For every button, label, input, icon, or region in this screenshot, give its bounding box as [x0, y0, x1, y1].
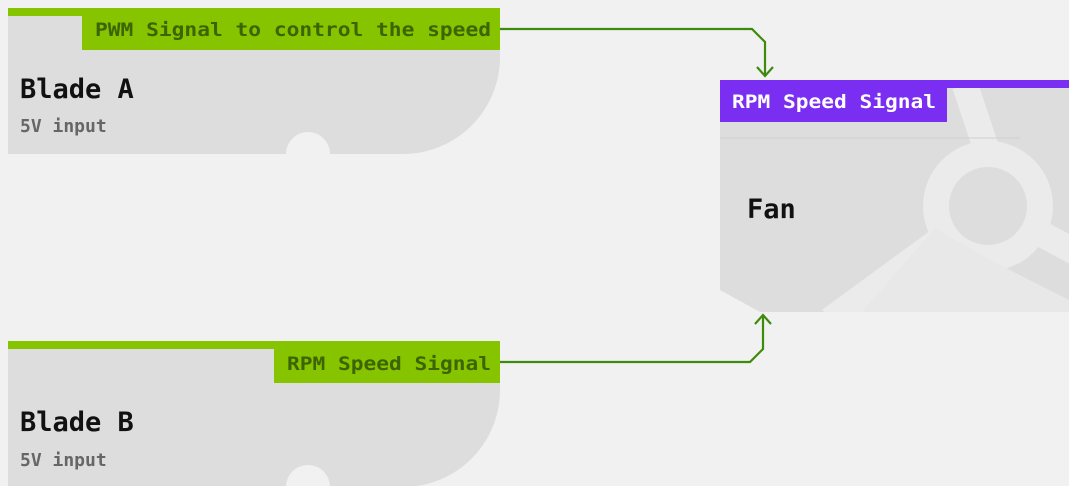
connector-line-a	[500, 27, 767, 75]
blade-a-title: Blade A	[20, 74, 134, 105]
blade-a-tag-bg	[82, 8, 500, 50]
connector-line-b	[500, 316, 765, 364]
blade-b-tag-bg	[274, 341, 500, 383]
fan-title: Fan	[747, 194, 796, 225]
blade-a-port-notch	[286, 132, 330, 154]
blade-b-title: Blade B	[20, 407, 134, 438]
connector-blade-a-to-fan[interactable]	[500, 27, 774, 78]
arrow-down-icon	[756, 66, 774, 78]
fan-tag-bg	[720, 80, 947, 122]
fan-node[interactable]: RPM Speed Signal Fan	[720, 80, 1069, 320]
blade-b-node[interactable]: RPM Speed Signal Blade B 5V input	[8, 341, 500, 486]
fan-icon	[822, 80, 1069, 312]
blade-b-subtitle: 5V input	[20, 450, 107, 471]
blade-a-node[interactable]: PWM Signal to control the speed Blade A …	[8, 8, 500, 154]
connector-blade-b-to-fan[interactable]	[500, 313, 772, 364]
arrow-up-icon	[754, 313, 772, 325]
blade-b-tag-label: RPM Speed Signal	[287, 353, 491, 375]
blade-a-tag-label: PWM Signal to control the speed	[95, 19, 491, 41]
blade-b-port-notch	[286, 465, 330, 486]
fan-tag-label: RPM Speed Signal	[732, 91, 936, 113]
blade-a-subtitle: 5V input	[20, 116, 107, 137]
blade-b-top-bar	[8, 341, 500, 349]
